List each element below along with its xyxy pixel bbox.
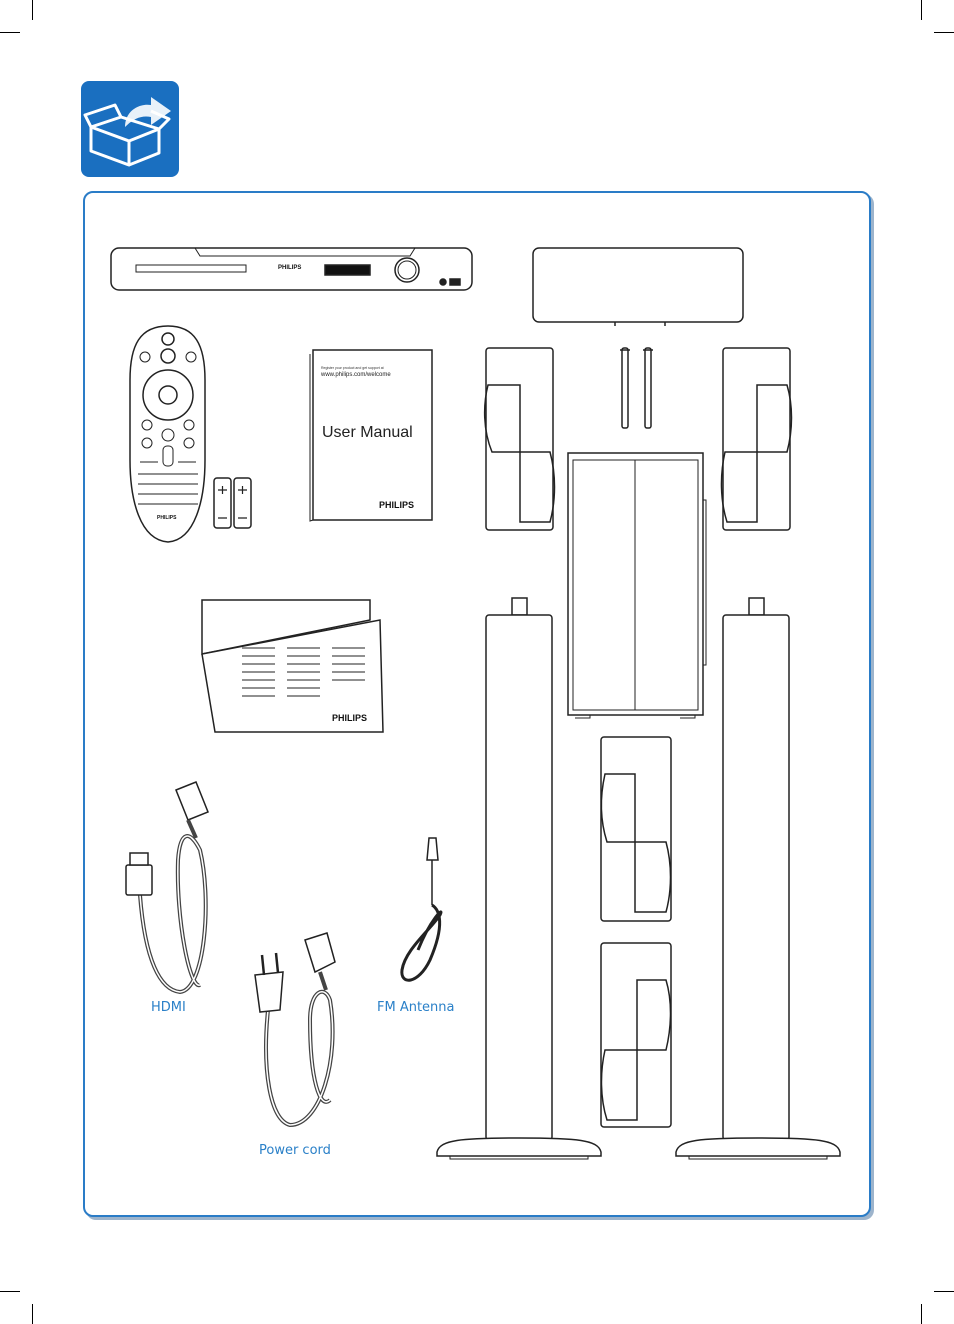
hdmi-label: HDMI xyxy=(151,1000,186,1015)
crop-mark xyxy=(0,32,20,33)
unpack-box-icon xyxy=(81,81,179,177)
crop-mark xyxy=(0,1291,20,1292)
manual-brand: PHILIPS xyxy=(379,500,415,510)
quick-start-leaflet xyxy=(201,599,384,733)
subwoofer xyxy=(567,452,707,719)
crop-mark xyxy=(32,0,33,20)
user-manual xyxy=(309,349,433,522)
floor-stand-right xyxy=(675,597,841,1160)
crop-mark xyxy=(921,1304,922,1324)
mounting-screws xyxy=(620,347,653,429)
player-unit xyxy=(110,247,473,291)
front-speaker-left xyxy=(483,347,556,531)
crop-mark xyxy=(934,1291,954,1292)
rear-speaker-upper xyxy=(600,736,672,922)
batteries xyxy=(213,477,252,529)
center-speaker xyxy=(532,247,744,326)
crop-mark xyxy=(921,0,922,20)
fm-antenna xyxy=(400,837,443,982)
crop-mark xyxy=(32,1304,33,1324)
fm-antenna-label: FM Antenna xyxy=(377,1000,455,1015)
power-cord-label: Power cord xyxy=(259,1143,331,1158)
leaflet-brand: PHILIPS xyxy=(332,713,368,723)
hdmi-cable xyxy=(125,781,209,995)
front-speaker-right xyxy=(720,347,793,531)
remote-control xyxy=(129,325,206,543)
rear-speaker-lower xyxy=(600,942,672,1128)
player-brand: PHILIPS xyxy=(278,265,302,271)
floor-stand-left xyxy=(436,597,602,1160)
remote-brand: PHILIPS xyxy=(157,515,177,521)
manual-url: www.philips.com/welcome xyxy=(321,372,391,378)
manual-register-line: Register your product and get support at xyxy=(321,366,384,370)
power-cord xyxy=(254,932,336,1128)
crop-mark xyxy=(934,32,954,33)
manual-title: User Manual xyxy=(322,424,413,441)
